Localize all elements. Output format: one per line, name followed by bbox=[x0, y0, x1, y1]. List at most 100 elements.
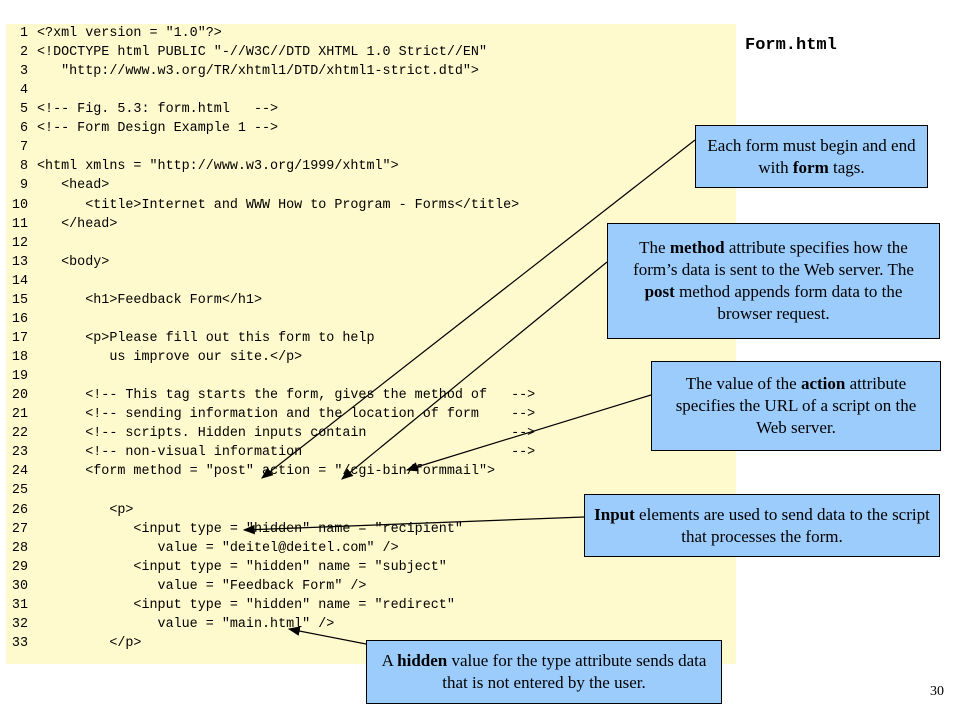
line-number: 4 bbox=[19, 83, 28, 99]
code-line: 8 <html xmlns = "http://www.w3.org/1999/x… bbox=[6, 157, 399, 176]
line-number: 27 bbox=[11, 521, 28, 537]
code-text: <p> bbox=[37, 502, 134, 518]
code-text: <head> bbox=[37, 178, 110, 194]
code-text: <h1>Feedback Form</h1> bbox=[37, 292, 262, 308]
line-number: 11 bbox=[11, 216, 28, 232]
callout-action: The value of the action attribute specif… bbox=[651, 361, 941, 451]
code-line: 31 <input type = "hidden" name = "redire… bbox=[6, 596, 455, 615]
line-number: 17 bbox=[11, 330, 28, 346]
code-text: us improve our site.</p> bbox=[37, 350, 303, 366]
line-number: 31 bbox=[11, 597, 28, 613]
code-text: value = "deitel@deitel.com" /> bbox=[37, 540, 399, 556]
code-line: 17 <p>Please fill out this form to help bbox=[6, 329, 375, 348]
line-number: 30 bbox=[11, 578, 28, 594]
line-number: 23 bbox=[11, 445, 28, 461]
code-line: 25 bbox=[6, 481, 37, 500]
line-number: 12 bbox=[11, 235, 28, 251]
callout-hidden: A hidden value for the type attribute se… bbox=[366, 640, 722, 704]
line-number: 3 bbox=[19, 64, 28, 80]
code-line: 24 <form method = "post" action = "/cgi-… bbox=[6, 462, 495, 481]
line-number: 29 bbox=[11, 559, 28, 575]
code-line: 4 bbox=[6, 81, 37, 100]
code-text: <body> bbox=[37, 254, 110, 270]
code-line: 28 value = "deitel@deitel.com" /> bbox=[6, 539, 399, 558]
line-number: 15 bbox=[11, 292, 28, 308]
arrow-hidden bbox=[287, 626, 367, 645]
line-number: 24 bbox=[11, 464, 28, 480]
code-line: 7 bbox=[6, 138, 37, 157]
code-text: <title>Internet and WWW How to Program -… bbox=[37, 197, 520, 213]
code-line: 11 </head> bbox=[6, 215, 117, 234]
code-line: 5 <!-- Fig. 5.3: form.html --> bbox=[6, 100, 278, 119]
code-text: <!-- Form Design Example 1 --> bbox=[37, 121, 279, 137]
line-number: 6 bbox=[19, 121, 28, 137]
code-line: 15 <h1>Feedback Form</h1> bbox=[6, 291, 262, 310]
code-text: <input type = "hidden" name = "redirect" bbox=[37, 597, 455, 613]
line-number: 1 bbox=[19, 26, 28, 41]
arrow-method bbox=[341, 261, 608, 480]
code-line: 12 bbox=[6, 234, 37, 253]
callout-form-tags: Each form must begin and end with form t… bbox=[695, 125, 928, 188]
code-text: </head> bbox=[37, 216, 118, 232]
line-number: 7 bbox=[19, 140, 28, 156]
arrow-input bbox=[242, 516, 585, 535]
code-line: 2 <!DOCTYPE html PUBLIC "-//W3C//DTD XHTM… bbox=[6, 43, 487, 62]
code-text: </p> bbox=[37, 635, 142, 651]
code-line: 3 "http://www.w3.org/TR/xhtml1/DTD/xhtml… bbox=[6, 62, 479, 81]
line-number: 22 bbox=[11, 426, 28, 442]
line-number: 8 bbox=[19, 159, 28, 175]
line-number: 21 bbox=[11, 407, 28, 423]
code-line: 20 <!-- This tag starts the form, gives … bbox=[6, 386, 535, 405]
code-text: <!-- sending information and the locatio… bbox=[37, 407, 536, 423]
code-line: 10 <title>Internet and WWW How to Progra… bbox=[6, 196, 519, 215]
line-number: 32 bbox=[11, 616, 28, 632]
line-number: 13 bbox=[11, 254, 28, 270]
code-listing-panel: 1 <?xml version = "1.0"?> 2 <!DOCTYPE html … bbox=[6, 24, 736, 664]
code-text: <html xmlns = "http://www.w3.org/1999/xh… bbox=[37, 159, 399, 175]
callout-input: Input elements are used to send data to … bbox=[584, 494, 940, 557]
line-number: 2 bbox=[19, 45, 28, 61]
line-number: 18 bbox=[11, 350, 28, 366]
line-number: 26 bbox=[11, 502, 28, 518]
code-line: 13 <body> bbox=[6, 253, 109, 272]
code-text: <form method = "post" action = "/cgi-bin… bbox=[37, 464, 496, 480]
code-line: 30 value = "Feedback Form" /> bbox=[6, 577, 367, 596]
code-text: <p>Please fill out this form to help bbox=[37, 330, 375, 346]
arrow-form-tags bbox=[261, 139, 696, 479]
line-number: 33 bbox=[11, 635, 28, 651]
code-line: 6 <!-- Form Design Example 1 --> bbox=[6, 119, 278, 138]
code-line: 33 </p> bbox=[6, 634, 142, 653]
line-number: 16 bbox=[11, 311, 28, 327]
callout-method: The method attribute specifies how the f… bbox=[607, 223, 940, 339]
code-line: 1 <?xml version = "1.0"?> bbox=[6, 24, 222, 43]
code-line: 29 <input type = "hidden" name = "subjec… bbox=[6, 558, 447, 577]
code-text: <!-- non-visual information --> bbox=[37, 445, 536, 461]
code-line: 23 <!-- non-visual information --> bbox=[6, 443, 535, 462]
line-number: 20 bbox=[11, 388, 28, 404]
page-number: 30 bbox=[930, 684, 944, 699]
code-text: <?xml version = "1.0"?> bbox=[37, 26, 222, 41]
line-number: 10 bbox=[11, 197, 28, 213]
code-line: 19 bbox=[6, 367, 37, 386]
line-number: 5 bbox=[19, 102, 28, 118]
code-text: <input type = "hidden" name = "subject" bbox=[37, 559, 447, 575]
code-line: 14 bbox=[6, 272, 37, 291]
line-number: 28 bbox=[11, 540, 28, 556]
arrow-action bbox=[405, 394, 652, 472]
file-title: Form.html bbox=[745, 36, 837, 55]
line-number: 19 bbox=[11, 369, 28, 385]
line-number: 25 bbox=[11, 483, 28, 499]
code-line: 9 <head> bbox=[6, 176, 109, 195]
code-text: <!-- This tag starts the form, gives the… bbox=[37, 388, 536, 404]
code-line: 21 <!-- sending information and the loca… bbox=[6, 405, 535, 424]
code-text: value = "Feedback Form" /> bbox=[37, 578, 367, 594]
line-number: 9 bbox=[19, 178, 28, 194]
line-number: 14 bbox=[11, 273, 28, 289]
code-text: <!DOCTYPE html PUBLIC "-//W3C//DTD XHTML… bbox=[37, 45, 487, 61]
code-text: "http://www.w3.org/TR/xhtml1/DTD/xhtml1-… bbox=[37, 64, 479, 80]
code-line: 16 bbox=[6, 310, 37, 329]
code-line: 26 <p> bbox=[6, 501, 134, 520]
code-line: 18 us improve our site.</p> bbox=[6, 348, 302, 367]
code-text: <!-- Fig. 5.3: form.html --> bbox=[37, 102, 279, 118]
